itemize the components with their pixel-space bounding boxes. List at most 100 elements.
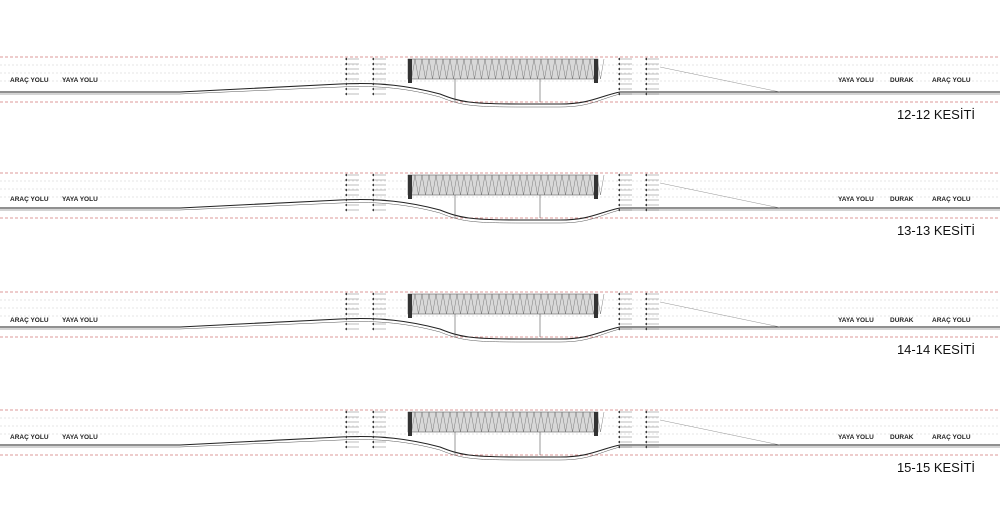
elevation-arrow-icon	[372, 72, 374, 76]
elevation-arrow-icon	[372, 183, 374, 187]
elevation-arrow-icon	[645, 317, 647, 321]
elevation-arrow-icon	[645, 183, 647, 187]
elevation-arrow-icon	[345, 188, 347, 192]
elevation-arrow-icon	[372, 327, 374, 331]
elevation-arrow-icon	[618, 327, 620, 331]
elevation-arrow-icon	[372, 445, 374, 449]
elevation-arrow-icon	[345, 435, 347, 439]
elevation-arrow-icon	[618, 415, 620, 419]
elevation-arrow-icon	[645, 440, 647, 444]
label-road-right: ARAÇ YOLU	[932, 434, 971, 441]
elevation-arrow-icon	[372, 178, 374, 182]
elevation-arrow-icon	[618, 322, 620, 326]
elevation-arrow-icon	[372, 322, 374, 326]
elevation-arrow-icon	[645, 312, 647, 316]
section-title: 14-14 KESİTİ	[897, 342, 975, 357]
elevation-arrow-icon	[645, 445, 647, 449]
elevation-arrow-icon	[345, 445, 347, 449]
elevation-arrow-icon	[645, 435, 647, 439]
label-road-left: ARAÇ YOLU	[10, 317, 49, 324]
elevation-arrow-icon	[645, 302, 647, 306]
label-stop: DURAK	[890, 196, 914, 203]
label-road-left: ARAÇ YOLU	[10, 434, 49, 441]
elevation-arrow-icon	[618, 445, 620, 449]
elevation-arrow-icon	[618, 410, 620, 414]
elevation-arrow-icon	[645, 198, 647, 202]
elevation-arrow-icon	[345, 208, 347, 212]
pier-right	[594, 59, 598, 83]
elevation-arrow-icon	[372, 62, 374, 66]
elevation-arrow-icon	[645, 173, 647, 177]
elevation-arrow-icon	[645, 297, 647, 301]
elevation-arrow-icon	[618, 420, 620, 424]
elevation-arrow-icon	[372, 312, 374, 316]
ground-profile-lower	[0, 202, 1000, 224]
elevation-arrow-icon	[618, 72, 620, 76]
pier-left	[408, 175, 412, 199]
elevation-arrow-icon	[372, 297, 374, 301]
elevation-arrow-icon	[345, 77, 347, 81]
label-stop: DURAK	[890, 434, 914, 441]
elevation-arrow-icon	[645, 410, 647, 414]
elevation-arrow-icon	[618, 292, 620, 296]
ground-profile-lower	[0, 86, 1000, 108]
elevation-arrow-icon	[645, 77, 647, 81]
elevation-arrow-icon	[345, 198, 347, 202]
elevation-arrow-icon	[345, 302, 347, 306]
elevation-arrow-icon	[372, 188, 374, 192]
label-walkway-left: YAYA YOLU	[62, 77, 98, 84]
elevation-arrow-icon	[345, 178, 347, 182]
elevation-arrow-icon	[372, 302, 374, 306]
slope-line	[659, 301, 781, 328]
elevation-arrow-icon	[345, 317, 347, 321]
elevation-arrow-icon	[372, 292, 374, 296]
elevation-arrow-icon	[372, 208, 374, 212]
elevation-arrow-icon	[345, 203, 347, 207]
elevation-arrow-icon	[645, 203, 647, 207]
pier-left	[408, 294, 412, 318]
elevation-arrow-icon	[645, 67, 647, 71]
elevation-arrow-icon	[618, 297, 620, 301]
label-road-left: ARAÇ YOLU	[10, 196, 49, 203]
elevation-arrow-icon	[345, 327, 347, 331]
elevation-arrow-icon	[372, 82, 374, 86]
elevation-arrow-icon	[372, 193, 374, 197]
label-walkway-right: YAYA YOLU	[838, 77, 874, 84]
elevation-arrow-icon	[618, 425, 620, 429]
elevation-arrow-icon	[618, 302, 620, 306]
elevation-arrow-icon	[372, 410, 374, 414]
slope-line	[659, 66, 781, 93]
elevation-arrow-icon	[645, 208, 647, 212]
elevation-arrow-icon	[345, 425, 347, 429]
section-title: 13-13 KESİTİ	[897, 223, 975, 238]
section-title: 15-15 KESİTİ	[897, 460, 975, 475]
elevation-arrow-icon	[618, 203, 620, 207]
elevation-arrow-icon	[645, 72, 647, 76]
elevation-arrow-icon	[618, 430, 620, 434]
elevation-arrow-icon	[345, 410, 347, 414]
ground-profile-lower	[0, 321, 1000, 343]
pier-right	[594, 412, 598, 436]
elevation-arrow-icon	[618, 317, 620, 321]
elevation-arrow-icon	[372, 173, 374, 177]
elevation-arrow-icon	[645, 425, 647, 429]
elevation-arrow-icon	[618, 82, 620, 86]
elevation-arrow-icon	[645, 415, 647, 419]
elevation-arrow-icon	[645, 292, 647, 296]
elevation-arrow-icon	[645, 307, 647, 311]
elevation-arrow-icon	[345, 62, 347, 66]
label-walkway-right: YAYA YOLU	[838, 317, 874, 324]
elevation-arrow-icon	[372, 57, 374, 61]
pier-right	[594, 175, 598, 199]
elevation-arrow-icon	[618, 173, 620, 177]
section-title: 12-12 KESİTİ	[897, 107, 975, 122]
elevation-arrow-icon	[372, 430, 374, 434]
elevation-arrow-icon	[618, 208, 620, 212]
elevation-arrow-icon	[618, 67, 620, 71]
elevation-arrow-icon	[345, 67, 347, 71]
elevation-arrow-icon	[345, 307, 347, 311]
elevation-arrow-icon	[345, 322, 347, 326]
elevation-arrow-icon	[618, 440, 620, 444]
